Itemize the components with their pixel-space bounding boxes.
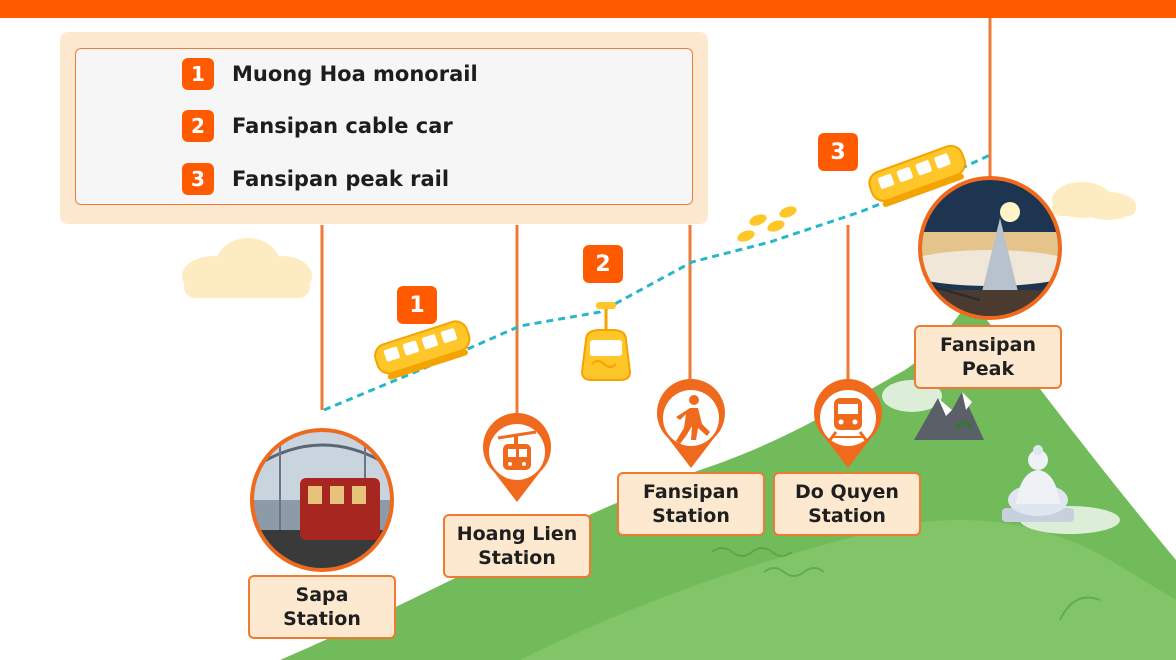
pin-hoang-lien (483, 412, 551, 502)
route-marker-3: 3 (818, 133, 858, 171)
mountain-rock-icon (914, 392, 984, 440)
station-type: Peak (961, 358, 1015, 380)
legend-number-badge: 1 (182, 58, 214, 90)
station-name: Hoang Lien (456, 523, 578, 545)
station-name: Sapa (295, 584, 349, 606)
gondola-cable-car-icon (580, 302, 632, 381)
station-type: Station (808, 505, 886, 527)
monorail-train-icon (374, 320, 471, 380)
route-marker-1: 1 (397, 286, 437, 324)
cloud-left-icon (182, 238, 312, 298)
legend-number-badge: 3 (182, 163, 214, 195)
legend-list (75, 48, 693, 205)
station-type: Station (283, 608, 361, 630)
pin-fansipan (656, 378, 725, 468)
station-label-sapa: Sapa Station (248, 575, 396, 639)
train-icon (828, 398, 868, 441)
station-name: Do Quyen (795, 481, 899, 503)
legend-number-badge: 2 (182, 110, 214, 142)
top-banner-bar (0, 0, 1176, 18)
station-label-fansipan: Fansipan Station (617, 472, 765, 536)
legend-item-monorail: 1 Muong Hoa monorail (140, 57, 478, 91)
grass-squiggles (711, 547, 1101, 621)
station-type: Station (652, 505, 730, 527)
route-marker-2: 2 (583, 245, 623, 283)
buddha-statue-icon (1002, 445, 1074, 522)
sapa-station-photo (250, 428, 394, 572)
legend-item-label: Fansipan cable car (232, 114, 453, 138)
legend-item-label: Fansipan peak rail (232, 167, 450, 191)
station-name: Fansipan (643, 481, 739, 503)
legend-item-cable-car: 2 Fansipan cable car (140, 109, 453, 143)
station-type: Station (478, 547, 556, 569)
fansipan-peak-photo (918, 176, 1062, 320)
legend-item-peak-rail: 3 Fansipan peak rail (140, 162, 449, 196)
legend-item-label: Muong Hoa monorail (232, 62, 478, 86)
footprints-icon (737, 206, 797, 242)
station-label-hoang-lien: Hoang Lien Station (443, 514, 591, 578)
connector-lines (320, 18, 992, 420)
cloud-right-icon (1052, 182, 1136, 220)
route-track (323, 153, 991, 412)
mountain-highlight (520, 520, 1176, 660)
walking-person-icon (676, 395, 710, 444)
station-label-peak: Fansipan Peak (914, 325, 1062, 389)
cable-car-icon (497, 430, 537, 470)
peak-rail-train-icon (868, 144, 966, 207)
station-label-do-quyen: Do Quyen Station (773, 472, 921, 536)
pin-do-quyen (814, 378, 882, 468)
station-name: Fansipan (940, 334, 1036, 356)
